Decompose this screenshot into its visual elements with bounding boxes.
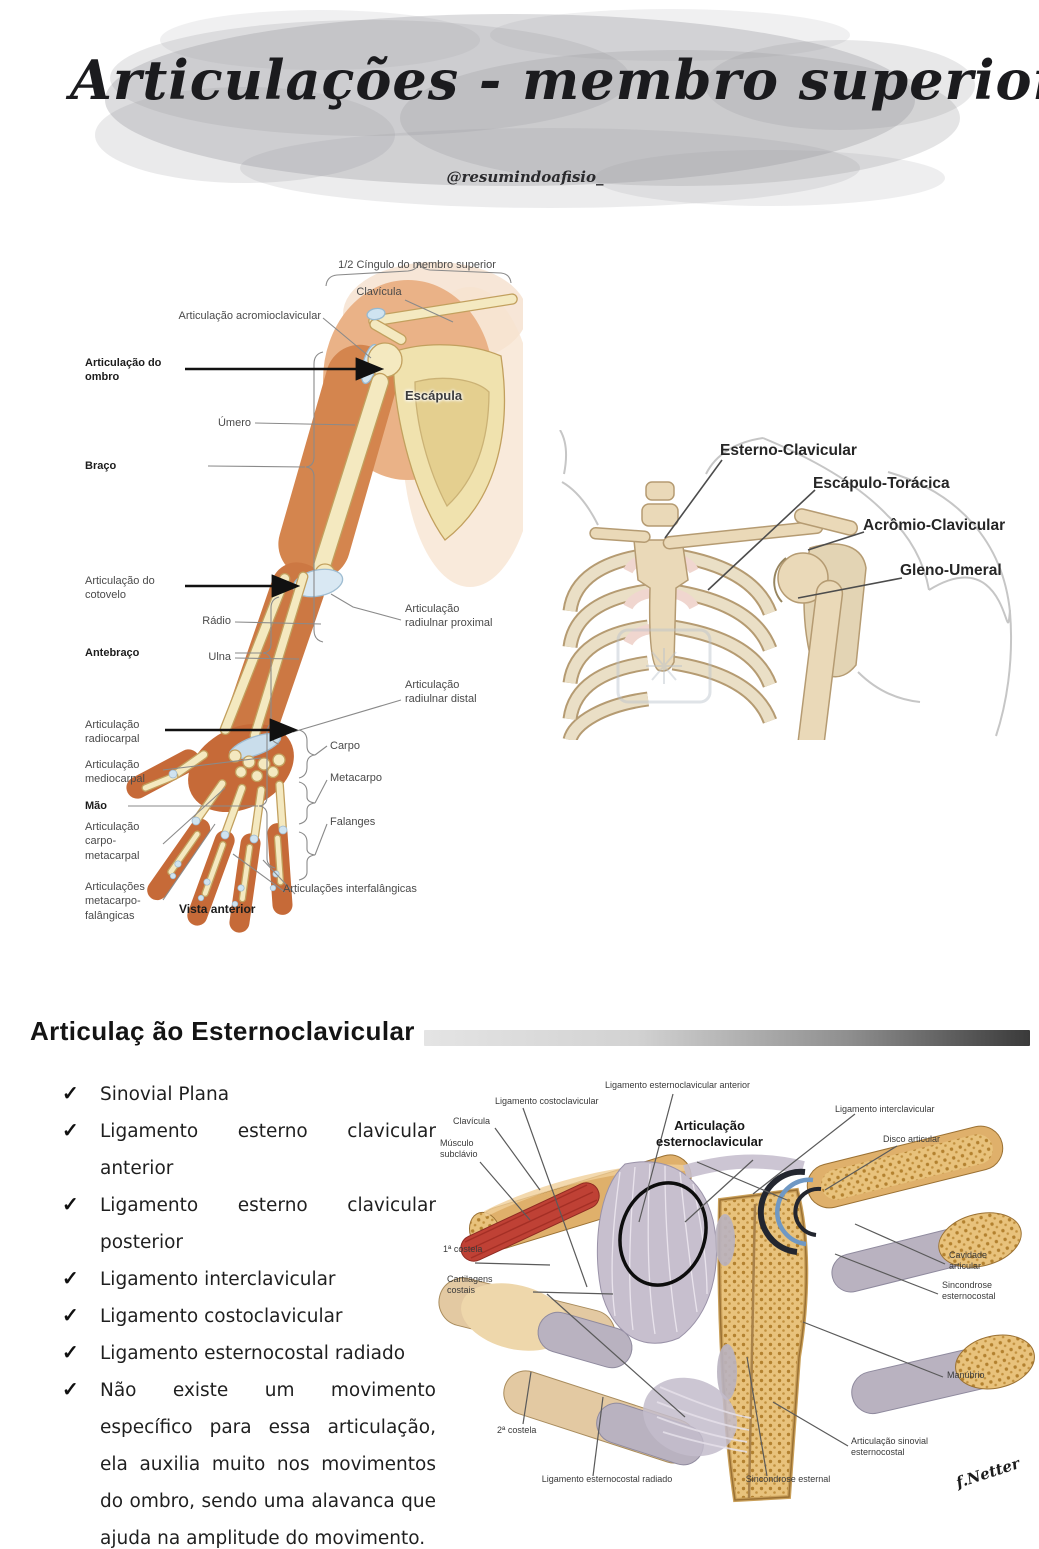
label-articulacao-cotovelo: Articulação do cotovelo (85, 575, 155, 602)
label-clavicula-sc: Clavícula (453, 1116, 491, 1126)
header: Articulações - membro superior @resumind… (70, 0, 1039, 232)
label-vista-anterior: Vista anterior (179, 902, 256, 916)
label-musculo-subclavio: Músculo subclávio (440, 1138, 478, 1160)
label-ulna: Ulna (208, 651, 231, 663)
label-acromio-clavicular: Acrômio-Clavicular (863, 517, 1006, 534)
list-item-text: Ligamento costoclavicular (100, 1306, 343, 1327)
list-item: ✓ Não existe um movimento específico par… (62, 1372, 436, 1549)
arm-joints-diagram: 1/2 Cíngulo do membro superior Clavícula… (83, 252, 523, 942)
sternoclavicular-joint-diagram: Ligamento esternoclavicular anterior Lig… (435, 1072, 1039, 1512)
label-primeira-costela: 1ª costela (443, 1244, 483, 1254)
label-escapula: Escápula (405, 388, 463, 403)
label-lig-interclavicular: Ligamento interclavicular (835, 1104, 935, 1114)
watercolor-splash (95, 9, 975, 208)
label-segunda-costela: 2ª costela (497, 1425, 537, 1435)
gradient-divider (424, 1030, 1030, 1046)
page-title: Articulações - membro superior (70, 48, 1039, 112)
label-escapulo-toracica: Escápulo-Torácica (813, 475, 950, 492)
check-icon: ✓ (62, 1194, 79, 1216)
label-umero: Úmero (217, 417, 251, 429)
label-interfalangicas: Articulações interfalângicas (283, 883, 417, 895)
check-icon: ✓ (62, 1305, 79, 1327)
check-icon: ✓ (62, 1083, 79, 1105)
label-mediocarpal: Articulação mediocarpal (85, 759, 145, 786)
label-cingulo: 1/2 Cíngulo do membro superior (338, 259, 496, 271)
label-carpo-metacarpal: Articulação carpo-metacarpal (85, 821, 140, 862)
check-icon: ✓ (62, 1120, 79, 1142)
label-sincondrose-esternal: Sincondrose esternal (745, 1474, 831, 1484)
label-sincondrose-esternocostal: Sincondrose esternocostal (942, 1280, 996, 1302)
sternoclavicular-checklist: ✓ Sinovial Plana ✓ Ligamento esterno cla… (62, 1076, 436, 1549)
label-falanges: Falanges (330, 816, 376, 828)
label-esterno-clavicular: Esterno-Clavicular (720, 442, 857, 459)
label-carpo: Carpo (330, 740, 360, 752)
label-clavicula: Clavícula (356, 286, 402, 298)
label-articulacao-esternoclavicular: Articulação esternoclavicular (656, 1118, 763, 1149)
label-metacarpo-falangicas: Articulações metacarpo-falângicas (85, 881, 145, 922)
list-item: ✓ Sinovial Plana (62, 1076, 436, 1113)
label-cavidade-articular: Cavidade articular (949, 1250, 988, 1272)
label-radio: Rádio (202, 615, 231, 627)
label-disco-articular: Disco articular (883, 1134, 941, 1144)
list-item: ✓ Ligamento esternocostal radiado (62, 1335, 436, 1372)
list-item: ✓ Ligamento esterno clavicular anterior (62, 1113, 436, 1187)
check-icon: ✓ (62, 1379, 79, 1401)
list-item-text: Sinovial Plana (100, 1084, 230, 1105)
list-item: ✓ Ligamento costoclavicular (62, 1298, 436, 1335)
instagram-handle: @resumindoafisio_ (446, 168, 604, 186)
list-item: ✓ Ligamento interclavicular (62, 1261, 436, 1298)
label-mao: Mão (85, 800, 107, 812)
shoulder-girdle-diagram: Esterno-Clavicular Escápulo-Torácica Acr… (558, 430, 1039, 740)
section-heading: Articulaç ão Esternoclavicular (30, 1016, 415, 1046)
label-gleno-umeral: Gleno-Umeral (900, 562, 1002, 579)
list-item-text: Não existe um movimento específico para … (100, 1380, 436, 1549)
label-antebraco: Antebraço (85, 647, 140, 659)
thorax-illustration (559, 430, 1013, 740)
sc-joint-illustration (438, 1093, 1035, 1503)
list-item-text: Ligamento esterno clavicular anterior (100, 1121, 436, 1179)
label-cartilagens-costais: Cartilagens costais (447, 1274, 493, 1296)
label-lig-costoclavicular: Ligamento costoclavicular (495, 1096, 599, 1106)
label-braco: Braço (85, 460, 117, 472)
list-item-text: Ligamento esternocostal radiado (100, 1343, 406, 1364)
label-radiulnar-distal: Articulação radiulnar distal (405, 679, 477, 706)
label-lig-esternoclavicular-anterior: Ligamento esternoclavicular anterior (604, 1080, 751, 1090)
list-item: ✓ Ligamento esterno clavicular posterior (62, 1187, 436, 1261)
label-radiocarpal: Articulação radiocarpal (85, 719, 140, 746)
label-metacarpo: Metacarpo (330, 772, 382, 784)
label-articulacao-ombro: Articulação do ombro (85, 357, 162, 384)
label-acromioclavicular: Articulação acromioclavicular (178, 310, 321, 322)
list-item-text: Ligamento esterno clavicular posterior (100, 1195, 436, 1253)
label-lig-esternocostal-radiado: Ligamento esternocostal radiado (541, 1474, 673, 1484)
label-articulacao-sinovial-esternocostal: Articulação sinovial esternocostal (851, 1436, 929, 1458)
label-manubrio: Manúbrio (947, 1370, 985, 1380)
check-icon: ✓ (62, 1268, 79, 1290)
list-item-text: Ligamento interclavicular (100, 1269, 336, 1290)
arm-illustration (126, 261, 523, 933)
label-radiulnar-proximal: Articulação radiulnar proximal (405, 603, 493, 630)
check-icon: ✓ (62, 1342, 79, 1364)
